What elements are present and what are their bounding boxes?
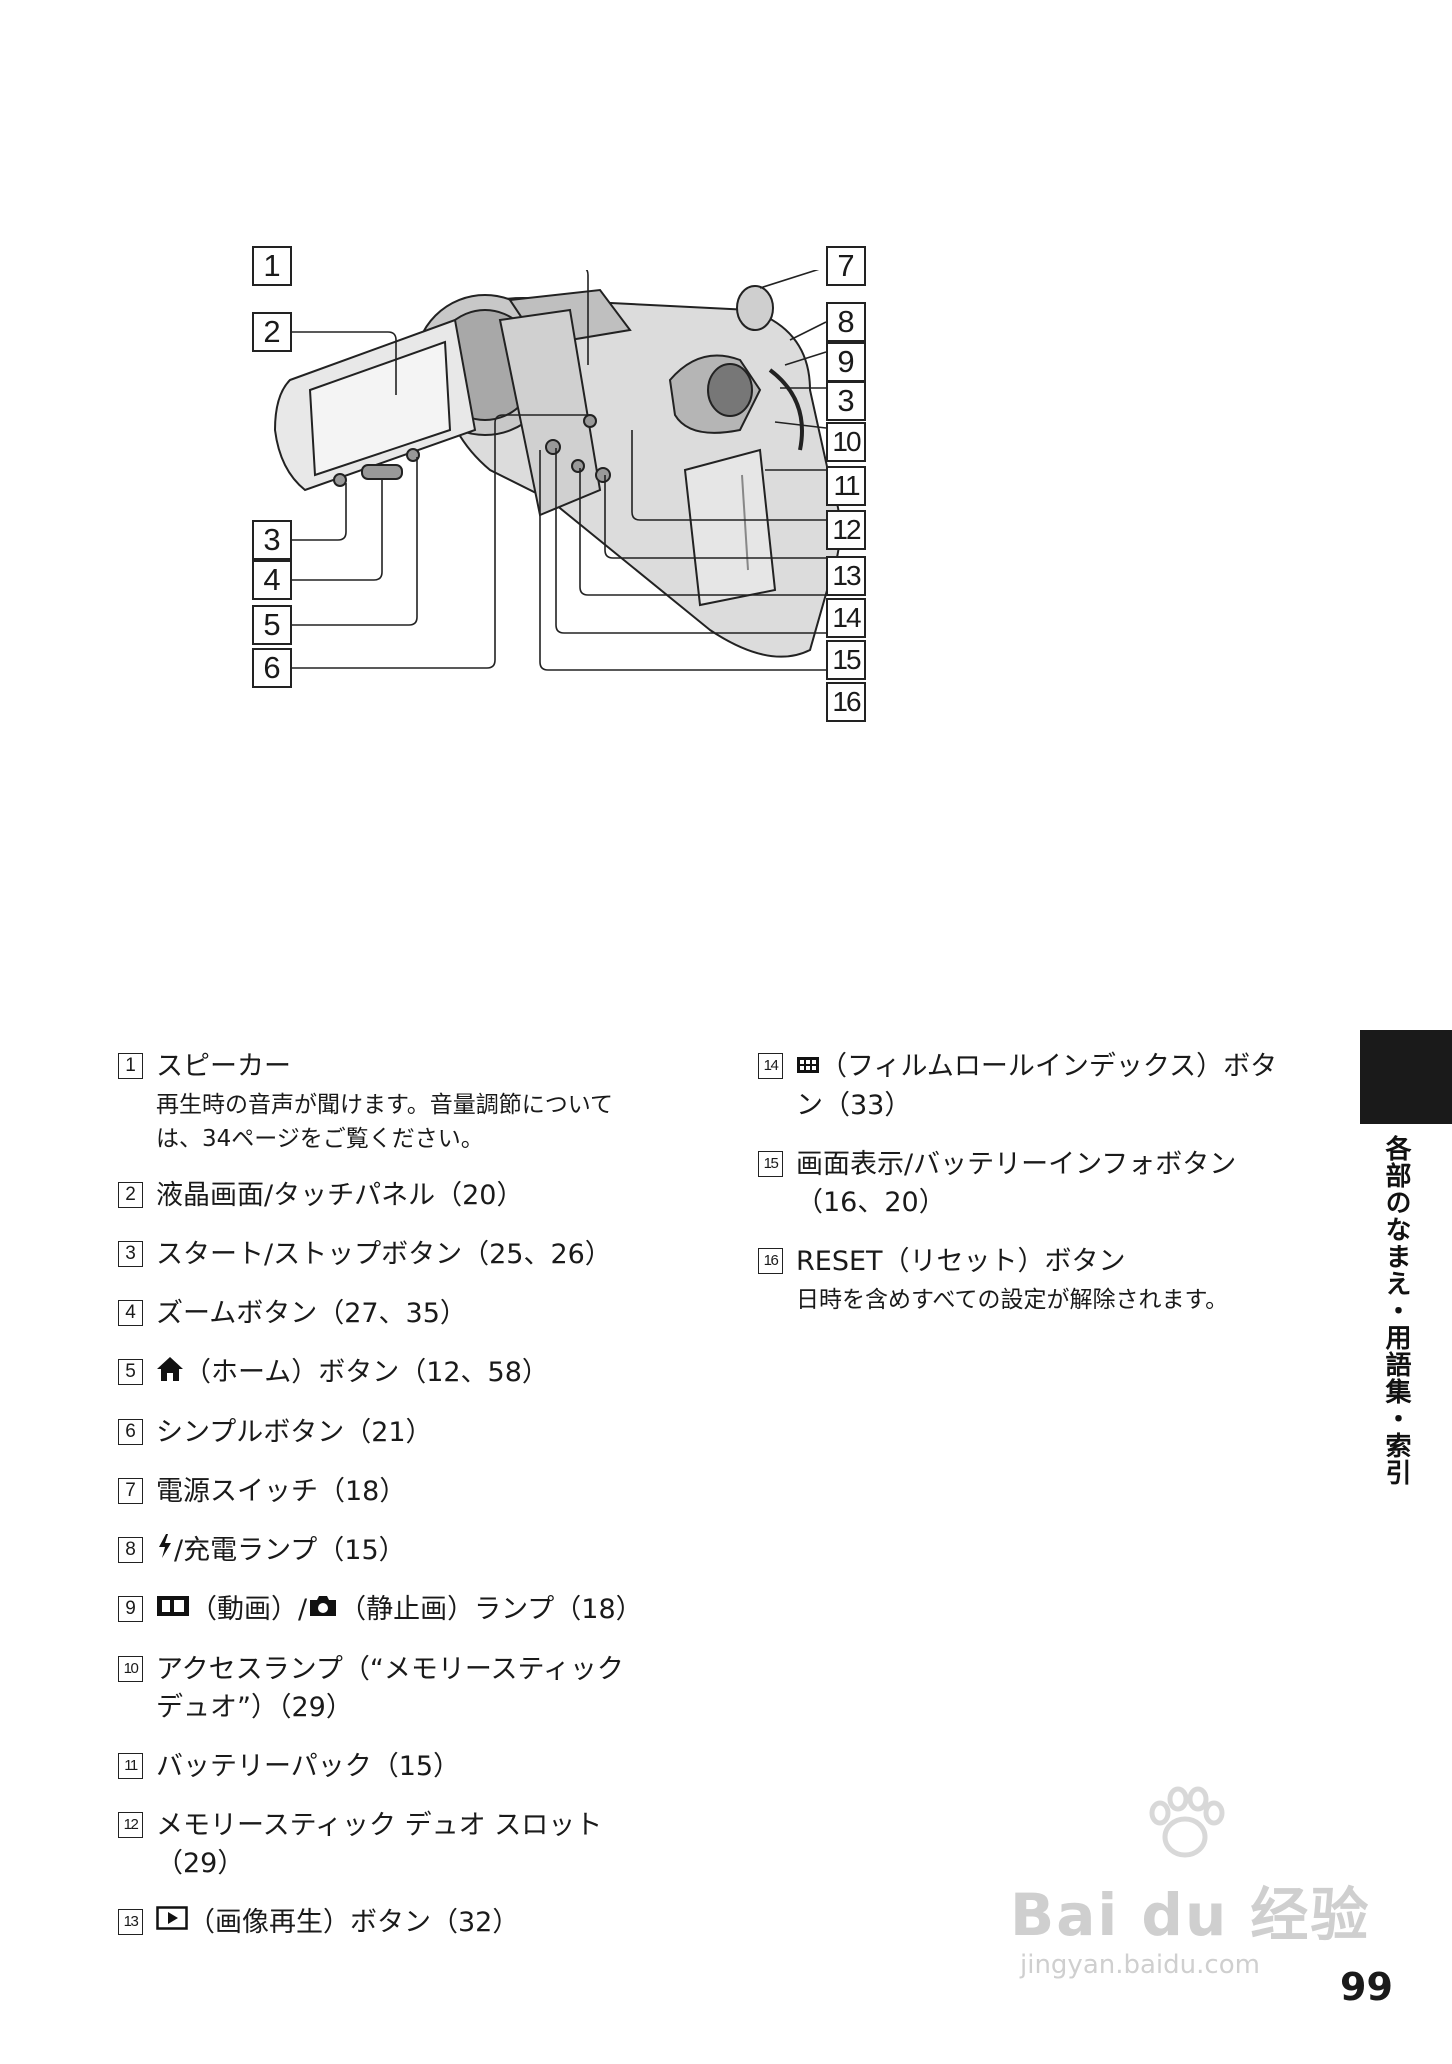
item-label-b: （静止画）ランプ（18） [339, 1594, 643, 1625]
callout-9: 9 [826, 342, 866, 382]
item-label: /充電ランプ（15） [174, 1534, 406, 1566]
legend-item: 8 /充電ランプ（15） [118, 1532, 648, 1571]
legend-item: 12 メモリースティック デュオ スロット（29） [118, 1807, 648, 1883]
item-label: ズームボタン（27、35） [156, 1298, 467, 1329]
callout-7: 7 [826, 246, 866, 286]
callout-4: 4 [252, 560, 292, 600]
legend-item: 15 画面表示/バッテリーインフォボタン（16、20） [758, 1146, 1298, 1222]
item-label: 電源スイッチ（18） [156, 1475, 407, 1507]
callout-8: 8 [826, 302, 866, 342]
legend-item: 14 （フィルムロールインデックス）ボタン（33） [758, 1048, 1298, 1125]
legend-left-column: 1 スピーカー 再生時の音声が聞けます。音量調節については、34ページをご覧くだ… [118, 1048, 648, 1963]
legend-item: 11 バッテリーパック（15） [118, 1748, 648, 1786]
item-label: アクセスランプ（“メモリースティック デュオ”）（29） [156, 1653, 624, 1723]
camcorder-diagram: 1 2 3 4 5 6 7 8 9 3 10 11 12 13 14 15 16 [252, 246, 1170, 930]
item-description: 再生時の音声が聞けます。音量調節については、34ページをご覧ください。 [156, 1092, 614, 1152]
section-title: 各部のなまえ・用語集・索引 [1381, 1135, 1411, 1486]
callout-14: 14 [826, 598, 866, 638]
item-number: 9 [118, 1596, 143, 1622]
item-label: スタート/ストップボタン（25、26） [156, 1239, 612, 1270]
film-roll-icon [796, 1049, 820, 1087]
item-number: 10 [118, 1655, 143, 1682]
callout-6: 6 [252, 648, 292, 688]
callout-2: 2 [252, 312, 292, 352]
item-number: 8 [118, 1536, 143, 1563]
item-label-a: （動画）/ [190, 1594, 308, 1625]
callout-15: 15 [826, 640, 866, 680]
callout-13: 13 [826, 556, 866, 596]
callout-1: 1 [252, 246, 292, 286]
legend-item: 9 （動画）/ （静止画）ランプ（18） [118, 1591, 648, 1630]
item-number: 16 [758, 1247, 783, 1274]
item-number: 7 [118, 1477, 143, 1504]
watermark-url: jingyan.baidu.com [1020, 1950, 1260, 1980]
item-description: 日時を含めすべての設定が解除されます。 [796, 1286, 1229, 1313]
legend-item: 16 RESET（リセット）ボタン 日時を含めすべての設定が解除されます。 [758, 1243, 1298, 1317]
item-label: （フィルムロールインデックス）ボタン（33） [796, 1051, 1278, 1121]
item-label: RESET（リセット）ボタン [796, 1245, 1126, 1277]
callout-16: 16 [826, 682, 866, 722]
item-number: 5 [118, 1359, 143, 1385]
item-label: （ホーム）ボタン（12、58） [184, 1357, 549, 1388]
legend-item: 13 （画像再生）ボタン（32） [118, 1904, 648, 1943]
legend-item: 1 スピーカー 再生時の音声が聞けます。音量調節については、34ページをご覧くだ… [118, 1048, 648, 1156]
legend-right-column: 14 （フィルムロールインデックス）ボタン（33） 15 画面表示/バッテリーイ… [758, 1048, 1298, 1338]
item-number: 13 [118, 1908, 143, 1935]
item-number: 11 [118, 1752, 143, 1779]
play-icon [156, 1904, 188, 1942]
item-label: （画像再生）ボタン（32） [188, 1906, 520, 1938]
movie-icon [156, 1592, 190, 1630]
flash-icon [156, 1532, 174, 1570]
callout-5: 5 [252, 605, 292, 645]
item-label: 液晶画面/タッチパネル（20） [156, 1180, 524, 1211]
paw-logo-icon [1149, 1786, 1225, 1858]
legend-item: 3 スタート/ストップボタン（25、26） [118, 1236, 648, 1274]
item-number: 12 [118, 1811, 143, 1838]
callout-12: 12 [826, 510, 866, 550]
item-number: 3 [118, 1241, 143, 1267]
page-number: 99 [1340, 1965, 1393, 2009]
legend-item: 5 （ホーム）ボタン（12、58） [118, 1354, 648, 1393]
item-number: 6 [118, 1418, 143, 1445]
item-number: 2 [118, 1182, 143, 1208]
item-label: メモリースティック デュオ スロット（29） [156, 1809, 603, 1879]
watermark-brand: Bai du 经验 [1010, 1881, 1371, 1949]
item-number: 14 [758, 1053, 783, 1079]
camcorder-illustration [273, 270, 841, 671]
item-label: 画面表示/バッテリーインフォボタン（16、20） [796, 1148, 1237, 1218]
item-number: 15 [758, 1150, 783, 1177]
callout-3-right: 3 [826, 381, 866, 421]
section-tab [1360, 1030, 1452, 1124]
legend-item: 10 アクセスランプ（“メモリースティック デュオ”）（29） [118, 1651, 648, 1727]
camera-icon [307, 1592, 339, 1630]
item-number: 4 [118, 1300, 143, 1326]
item-label: バッテリーパック（15） [156, 1750, 461, 1782]
item-label: スピーカー [156, 1051, 291, 1082]
legend-item: 4 ズームボタン（27、35） [118, 1295, 648, 1333]
legend-item: 2 液晶画面/タッチパネル（20） [118, 1177, 648, 1215]
callout-3-left: 3 [252, 520, 292, 560]
item-number: 1 [118, 1053, 143, 1079]
item-label: シンプルボタン（21） [156, 1416, 433, 1448]
callout-10: 10 [826, 422, 866, 462]
callout-11: 11 [826, 466, 866, 506]
legend-item: 6 シンプルボタン（21） [118, 1414, 648, 1452]
home-icon [156, 1355, 184, 1393]
legend-item: 7 電源スイッチ（18） [118, 1473, 648, 1511]
